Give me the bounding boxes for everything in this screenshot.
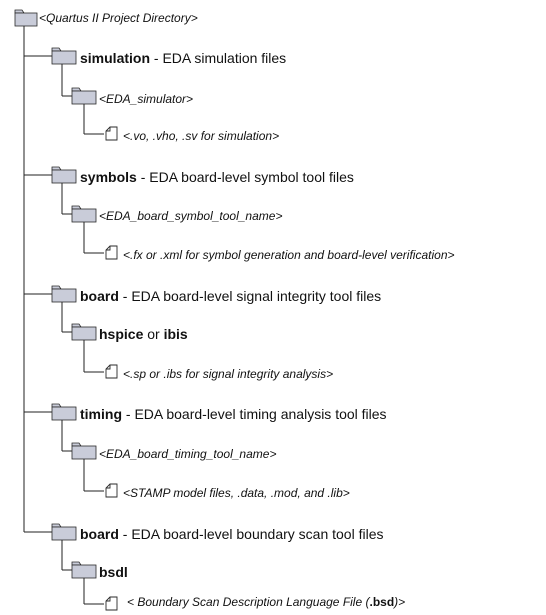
- root-folder-icon: [14, 9, 38, 27]
- subfolder-label-eda-board-timing-tool: <EDA_board_timing_tool_name>: [99, 447, 277, 461]
- subfolder-label-bsdl: bsdl: [99, 564, 128, 580]
- file-label-simulation-outputs: <.vo, .vho, .sv for simulation>: [123, 129, 280, 143]
- document-icon: [105, 364, 118, 379]
- subfolder-label-eda-simulator: <EDA_simulator>: [99, 92, 194, 106]
- document-icon: [105, 126, 118, 141]
- document-icon: [105, 483, 118, 498]
- file-label-symbol-outputs: <.fx or .xml for symbol generation and b…: [123, 248, 455, 262]
- folder-label-board-boundary-scan: board - EDA board-level boundary scan to…: [80, 526, 384, 542]
- file-label-timing-outputs: <STAMP model files, .data, .mod, and .li…: [123, 486, 350, 500]
- folder-icon: [51, 285, 77, 303]
- file-label-bsd-file: < Boundary Scan Description Language Fil…: [127, 595, 406, 609]
- file-label-signal-integrity-outputs: <.sp or .ibs for signal integrity analys…: [123, 367, 334, 381]
- folder-icon: [51, 166, 77, 184]
- folder-label-simulation: simulation - EDA simulation files: [80, 50, 287, 66]
- folder-label-board-signal-integrity: board - EDA board-level signal integrity…: [80, 288, 382, 304]
- folder-label-timing: timing - EDA board-level timing analysis…: [80, 406, 387, 422]
- folder-icon: [71, 442, 97, 460]
- root-folder-label: <Quartus II Project Directory>: [39, 11, 198, 25]
- folder-icon: [71, 561, 97, 579]
- folder-icon: [71, 323, 97, 341]
- document-icon: [105, 245, 118, 260]
- document-icon: [105, 596, 118, 611]
- folder-icon: [51, 523, 77, 541]
- folder-icon: [51, 403, 77, 421]
- folder-icon: [71, 205, 97, 223]
- folder-label-symbols: symbols - EDA board-level symbol tool fi…: [80, 169, 354, 185]
- folder-icon: [71, 87, 97, 105]
- folder-icon: [51, 47, 77, 65]
- subfolder-label-hspice-or-ibis: hspice or ibis: [99, 326, 188, 342]
- subfolder-label-eda-board-symbol-tool: <EDA_board_symbol_tool_name>: [99, 209, 283, 223]
